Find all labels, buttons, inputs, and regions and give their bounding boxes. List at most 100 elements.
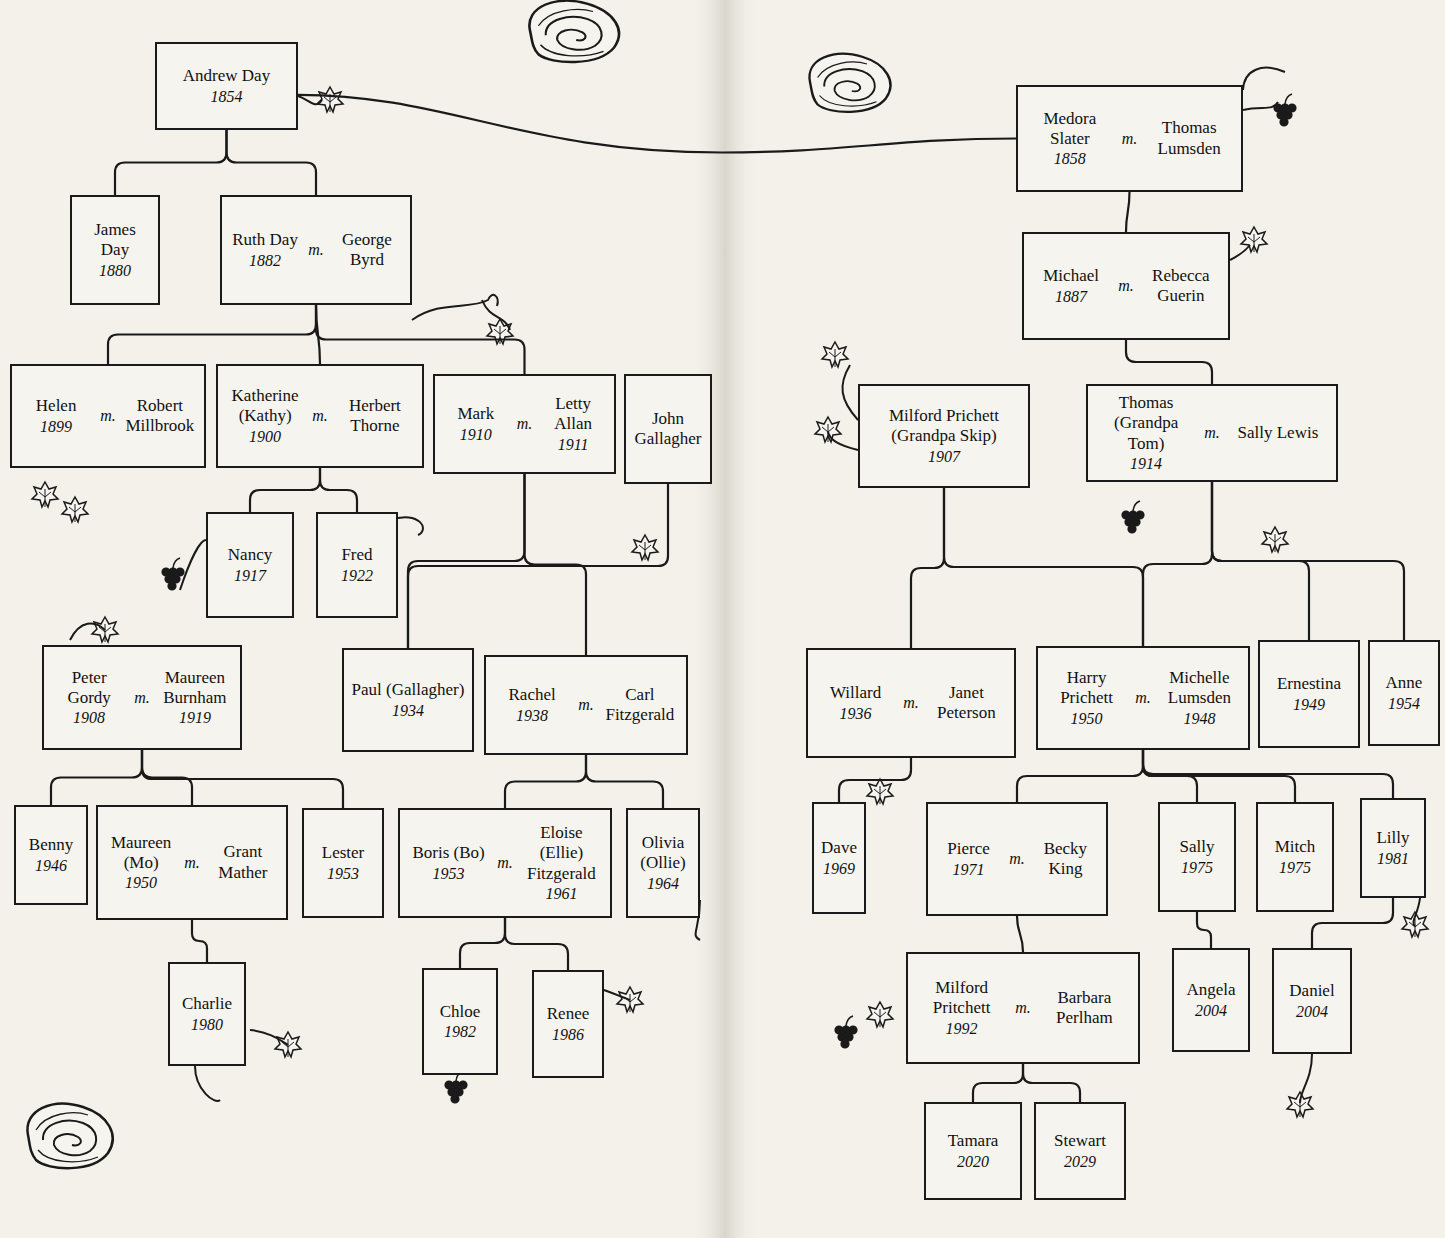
family-vine [1212,482,1404,640]
spouse-column: Harry Prichett1950 [1044,668,1129,728]
birth-year: 1950 [1071,709,1103,728]
person-name: Ernestina [1277,674,1341,694]
family-vine [298,95,1016,153]
marriage-mark: m. [1198,423,1226,442]
person-name: Maureen (Mo) [104,833,178,874]
birth-year: 1950 [125,873,157,892]
family-vine [250,468,320,512]
person-name: Daniel [1289,981,1334,1001]
family-vine [839,758,911,802]
birth-year: 1880 [99,261,131,280]
marriage-mark: m. [128,688,156,707]
person-name: Medora Slater [1024,109,1116,150]
oyster-shell [809,54,890,112]
person-name: Milford Pritchett [914,978,1009,1019]
marriage-mark: m. [1009,998,1037,1017]
person-box: Michael1887m.Rebecca Guerin [1022,232,1230,340]
birth-year: 1986 [552,1025,584,1044]
person-box: Milford Pritchett1992m.Barbara Perlham [906,952,1140,1064]
birth-year: 1900 [249,427,281,446]
birth-year: 1964 [647,874,679,893]
person-name: Harry Prichett [1044,668,1129,709]
marriage-mark: m. [178,853,206,872]
spouse-column: Robert Millbrook [122,396,198,437]
birth-year: 1936 [840,704,872,723]
person-box: Chloe1982 [422,968,498,1075]
birth-year: 1954 [1388,694,1420,713]
family-vine [1143,750,1295,802]
spouse-column: Medora Slater1858 [1024,109,1116,169]
family-vine [108,305,316,364]
birth-year: 1982 [444,1022,476,1041]
family-vine [911,488,944,648]
marriage-mark: m. [897,693,925,712]
person-name: Angela [1186,980,1235,1000]
family-vine [973,1064,1023,1102]
birth-year: 1910 [460,425,492,444]
birth-year: 2004 [1195,1001,1227,1020]
person-name: Sally Lewis [1238,423,1319,443]
family-vine [505,918,568,970]
person-box: Willard1936 m.Janet Peterson [806,648,1016,758]
person-name: Tamara [948,1131,999,1151]
person-box: Benny1946 [14,805,88,905]
family-vine [408,484,668,648]
person-box: Boris (Bo)1953m.Eloise (Ellie) Fitzgeral… [398,808,612,918]
person-name: Herbert Thorne [334,396,416,437]
spouse-column: Pierce1971 [934,839,1003,879]
person-name: Dave [821,838,857,858]
family-vine [586,755,663,808]
marriage-mark: m. [491,853,519,872]
person-box: Lilly1981 [1360,798,1426,898]
person-name: Milford Prichett (Grandpa Skip) [866,406,1022,447]
person-box: Andrew Day1854 [155,42,298,130]
marriage-mark: m. [94,406,122,425]
person-name: Benny [29,835,73,855]
person-name: Anne [1386,673,1423,693]
birth-year: 1961 [545,884,577,903]
person-box: Thomas (Grandpa Tom)1914m.Sally Lewis [1086,384,1338,482]
birth-year: 1975 [1279,858,1311,877]
spouse-column: Eloise (Ellie) Fitzgerald1961 [519,823,604,903]
person-box: Renee1986 [532,970,604,1078]
person-name: Ruth Day [232,230,298,250]
person-name: Grant Mather [206,842,280,883]
person-name: Willard [830,683,881,703]
person-name: Nancy [228,545,272,565]
person-name: Pierce [947,839,989,859]
birth-year: 1858 [1054,149,1086,168]
person-name: Robert Millbrook [122,396,198,437]
birth-year: 1971 [953,860,985,879]
birth-year: 1887 [1055,287,1087,306]
person-box: Sally1975 [1158,802,1236,912]
birth-year: 1899 [40,417,72,436]
birth-year: 1938 [516,706,548,725]
spouse-column: Janet Peterson [925,683,1008,724]
person-box: Angela2004 [1172,948,1250,1052]
person-box: Dave1969 [812,802,866,914]
family-vine [115,130,227,195]
spouse-column: Rebecca Guerin [1140,266,1222,307]
birth-year: 1917 [234,566,266,585]
spouse-column: Mark1910 [441,404,511,444]
person-name: Letty Allan [538,394,608,435]
marriage-mark: m. [1129,688,1157,707]
birth-year: 1980 [191,1015,223,1034]
person-name: Becky King [1031,839,1100,880]
family-vine [192,920,207,962]
spouse-column: Katherine (Kathy)1900 [224,386,306,446]
spouse-column: Peter Gordy1908 [50,668,128,728]
family-vine [408,474,525,648]
family-vine [1023,1064,1080,1102]
person-box: Nancy1917 [206,512,294,618]
birth-year: 1981 [1377,849,1409,868]
spouse-column: Michelle Lumsden1948 [1157,668,1242,728]
person-box: Daniel2004 [1272,948,1352,1054]
marriage-mark: m. [511,414,539,433]
person-name: Olivia (Ollie) [634,833,692,874]
person-name: Thomas Lumsden [1143,118,1235,159]
person-box: Fred1922 [316,512,398,618]
spouse-column: Milford Pritchett1992 [914,978,1009,1038]
person-name: Fred [341,545,372,565]
person-box: Mark1910m.Letty Allan1911 [433,374,616,474]
